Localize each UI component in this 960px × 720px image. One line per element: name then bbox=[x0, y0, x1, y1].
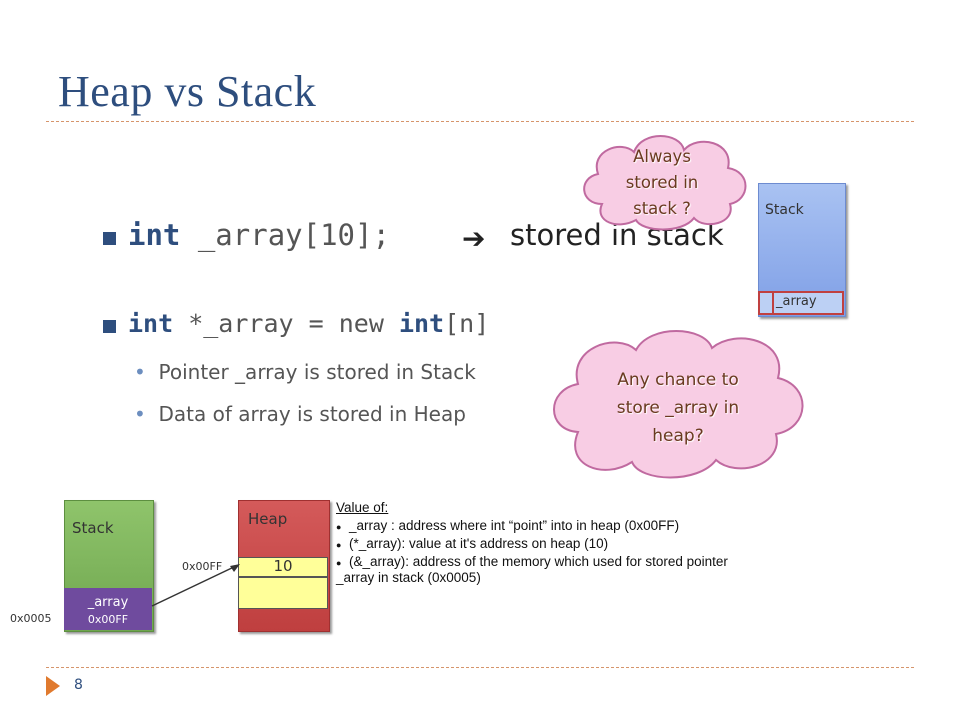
value-of-notes: Value of: ● _array : address where int “… bbox=[336, 500, 728, 585]
keyword-int: int bbox=[128, 218, 181, 252]
sub-bullet-2: • Data of array is stored in Heap bbox=[134, 402, 466, 426]
title-divider bbox=[46, 121, 914, 122]
stack-top-array-label: _array bbox=[776, 294, 817, 309]
page-number: 8 bbox=[74, 677, 83, 693]
heap-empty-cell bbox=[238, 577, 328, 609]
code-line-1: int _array[10]; bbox=[128, 218, 390, 252]
cloud-top-shape bbox=[583, 135, 747, 231]
footer-triangle-icon bbox=[46, 676, 60, 696]
notes-heading: Value of: bbox=[336, 500, 389, 515]
code-line-2: int *_array = new int[n] bbox=[128, 309, 490, 338]
stack-bottom-array-value: 0x00FF bbox=[87, 613, 129, 626]
keyword-int-2: int bbox=[398, 309, 445, 338]
arrow-icon: ➔ bbox=[462, 222, 486, 255]
stack-bottom-label: Stack bbox=[72, 519, 114, 537]
cell-divider bbox=[772, 291, 774, 315]
heap-label: Heap bbox=[248, 510, 288, 528]
pointer-arrow-icon bbox=[151, 564, 240, 607]
cloud-top-text: Always stored in stack ? bbox=[625, 147, 699, 218]
bullet-square-icon bbox=[103, 232, 116, 245]
code-array-decl: _array[10]; bbox=[180, 218, 390, 252]
notes-item: ● (&_array): address of the memory which… bbox=[336, 554, 728, 569]
notes-tail: _array in stack (0x0005) bbox=[336, 570, 481, 585]
keyword-int: int bbox=[128, 309, 174, 338]
stack-bottom-array-cell bbox=[64, 588, 152, 630]
stack-bottom-array-label: _array bbox=[87, 595, 129, 610]
cloud-mid-text: Any chance to store _array in heap? bbox=[616, 370, 740, 446]
heap-value-cell bbox=[238, 557, 328, 577]
sub-bullet-1: • Pointer _array is stored in Stack bbox=[134, 360, 476, 384]
stack-top-label: Stack bbox=[765, 202, 804, 218]
notes-item: ● _array : address where int “point” int… bbox=[336, 518, 680, 533]
heap-address-label: 0x00FF bbox=[182, 560, 223, 573]
bullet-square-icon bbox=[103, 320, 116, 333]
notes-item: ● (*_array): value at it's address on he… bbox=[336, 536, 609, 551]
cloud-mid-shape bbox=[553, 330, 804, 479]
stack-address-label: 0x0005 bbox=[10, 612, 52, 625]
footer-divider bbox=[46, 667, 914, 668]
heap-value: 10 bbox=[273, 557, 293, 575]
slide-title: Heap vs Stack bbox=[58, 67, 317, 116]
